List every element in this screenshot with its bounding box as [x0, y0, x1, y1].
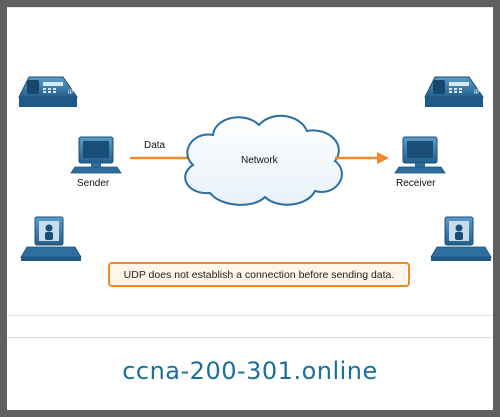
network-cloud-icon	[184, 114, 343, 206]
video-phone-icon	[430, 216, 492, 261]
phone-badge-left: IP	[68, 90, 74, 96]
data-label: Data	[144, 140, 166, 151]
divider-line	[7, 315, 493, 316]
panel-top-border	[7, 7, 493, 8]
udp-callout: UDP does not establish a connection befo…	[108, 262, 410, 287]
video-phone-icon	[20, 216, 82, 261]
sender-label: Sender	[77, 178, 110, 189]
diagram-panel: IP IP	[7, 7, 493, 338]
network-label: Network	[241, 155, 278, 166]
receiver-label: Receiver	[396, 178, 436, 189]
diagram-canvas: IP IP	[18, 76, 492, 261]
ip-phone-icon: IP	[424, 76, 484, 107]
site-watermark: ccna-200-301.online	[122, 357, 378, 385]
phone-badge-right: IP	[474, 90, 480, 96]
diagram-frame: IP IP	[7, 7, 493, 410]
receiver-computer-icon	[394, 136, 446, 174]
arrow-head-icon	[377, 152, 389, 164]
ip-phone-icon: IP	[18, 76, 78, 107]
sender-computer-icon	[70, 136, 122, 174]
